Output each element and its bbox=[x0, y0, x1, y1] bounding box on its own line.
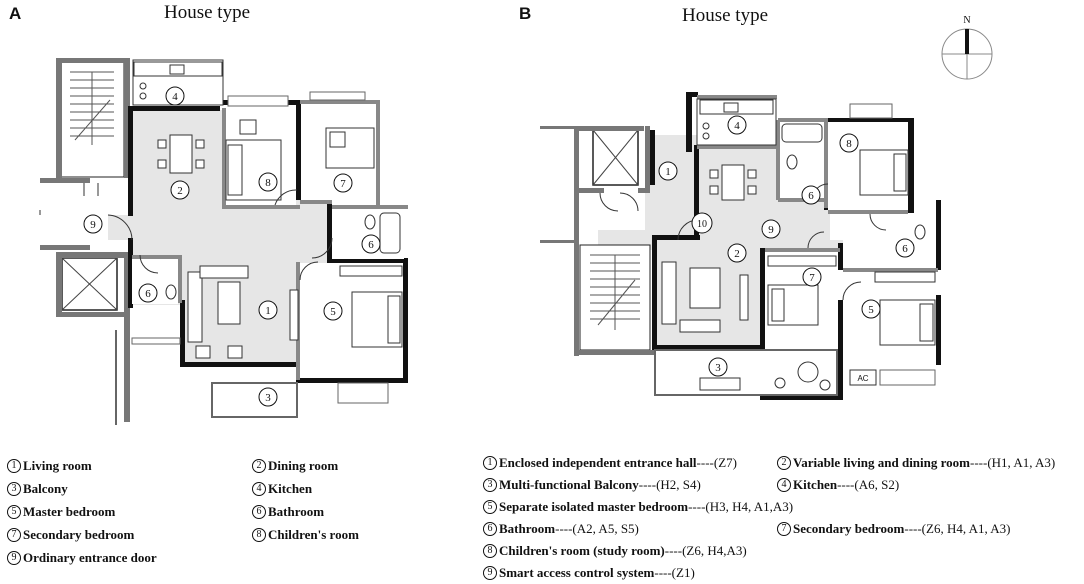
svg-text:4: 4 bbox=[172, 91, 178, 103]
room-marker-b-3: 3 bbox=[708, 357, 728, 377]
room-marker-a-7: 7 bbox=[333, 173, 353, 193]
svg-text:5: 5 bbox=[868, 304, 874, 316]
room-marker-b-5: 5 bbox=[861, 299, 881, 319]
floor-plans: 1 2 3 4 5 6 6 7 8 9 bbox=[39, 15, 993, 425]
room-marker-a-8: 8 bbox=[258, 172, 278, 192]
svg-text:AC: AC bbox=[857, 374, 868, 383]
svg-text:7: 7 bbox=[809, 272, 815, 284]
svg-text:4: 4 bbox=[734, 120, 740, 132]
room-marker-a-5: 5 bbox=[323, 301, 343, 321]
panel-b-letter: B bbox=[519, 4, 532, 23]
room-marker-b-9: 9 bbox=[761, 219, 781, 239]
room-marker-b-2: 2 bbox=[727, 243, 747, 263]
room-marker-b-4: 4 bbox=[727, 115, 747, 135]
room-marker-b-1: 1 bbox=[658, 161, 678, 181]
svg-text:1: 1 bbox=[665, 166, 671, 178]
svg-text:2: 2 bbox=[177, 185, 183, 197]
svg-text:9: 9 bbox=[768, 224, 774, 236]
svg-text:5: 5 bbox=[330, 306, 336, 318]
room-marker-b-7: 7 bbox=[802, 267, 822, 287]
svg-text:6: 6 bbox=[902, 243, 908, 255]
svg-text:8: 8 bbox=[846, 138, 852, 150]
room-marker-b-8: 8 bbox=[839, 133, 859, 153]
north-label: N bbox=[963, 15, 970, 26]
room-marker-a-9: 9 bbox=[83, 214, 103, 234]
room-marker-a-6b: 6 bbox=[361, 234, 381, 254]
svg-text:10: 10 bbox=[697, 219, 707, 230]
floor-plan-a: 1 2 3 4 5 6 6 7 8 9 bbox=[39, 58, 408, 425]
panel-a-letter: A bbox=[9, 4, 22, 23]
svg-text:9: 9 bbox=[90, 219, 96, 231]
svg-text:8: 8 bbox=[265, 177, 271, 189]
svg-text:3: 3 bbox=[715, 362, 721, 374]
floor-plan-b: AC 1 2 3 4 5 6 6 7 8 9 10 bbox=[540, 92, 941, 400]
svg-text:2: 2 bbox=[734, 248, 740, 260]
room-marker-a-2: 2 bbox=[170, 180, 190, 200]
svg-text:3: 3 bbox=[265, 392, 271, 404]
room-marker-b-10: 10 bbox=[691, 212, 713, 234]
svg-text:7: 7 bbox=[340, 178, 346, 190]
north-compass: N bbox=[941, 15, 993, 80]
svg-text:6: 6 bbox=[368, 239, 374, 251]
panel-b-title: House type bbox=[682, 5, 769, 26]
svg-text:1: 1 bbox=[265, 305, 271, 317]
panel-a-title: House type bbox=[164, 2, 251, 23]
room-marker-b-6a: 6 bbox=[801, 185, 821, 205]
svg-text:6: 6 bbox=[808, 190, 814, 202]
svg-text:6: 6 bbox=[145, 288, 151, 300]
ac-unit bbox=[849, 369, 877, 386]
room-marker-a-6a: 6 bbox=[138, 283, 158, 303]
room-marker-a-3: 3 bbox=[258, 387, 278, 407]
room-marker-a-1: 1 bbox=[258, 300, 278, 320]
room-marker-b-6b: 6 bbox=[895, 238, 915, 258]
room-marker-a-4: 4 bbox=[165, 86, 185, 106]
